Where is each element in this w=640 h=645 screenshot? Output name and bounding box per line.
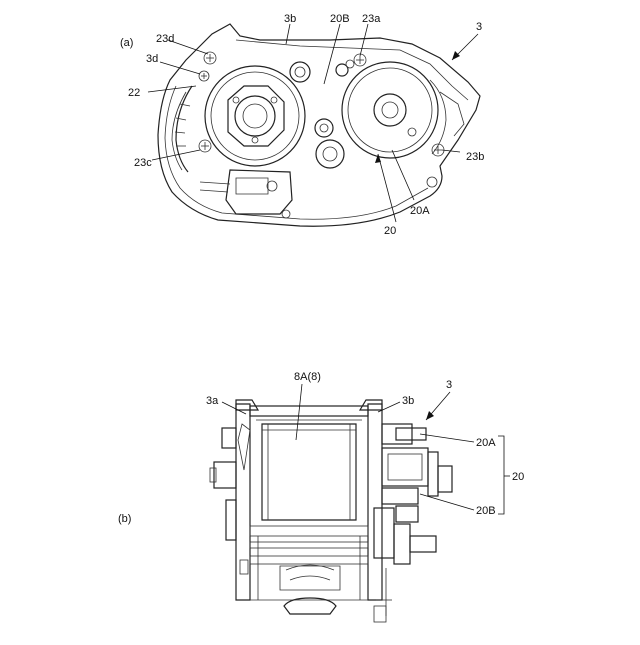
panel-b-drawing <box>210 400 452 622</box>
callout-b-8A: 8A(8) <box>294 371 321 383</box>
callout-b-20: 20 <box>512 471 524 483</box>
callout-a-23b: 23b <box>466 151 484 163</box>
callout-b-3: 3 <box>446 379 452 391</box>
panel-a-drawing <box>158 24 480 226</box>
callout-b-20A: 20A <box>476 437 496 449</box>
callout-b-3b: 3b <box>402 395 414 407</box>
callout-a-20A: 20A <box>410 205 430 217</box>
callout-a-23d: 23d <box>156 33 174 45</box>
callout-a-3: 3 <box>476 21 482 33</box>
panel-b-label: (b) <box>118 513 131 525</box>
callout-a-3d: 3d <box>146 53 158 65</box>
callout-a-22: 22 <box>128 87 140 99</box>
callout-a-20B: 20B <box>330 13 350 25</box>
callout-a-3b: 3b <box>284 13 296 25</box>
panel-b-leaders <box>222 384 510 514</box>
panel-b-callouts: 8A(8) 3 3a 3b 20A 20B 20 <box>206 371 524 517</box>
callout-b-3a: 3a <box>206 395 219 407</box>
callout-a-23a: 23a <box>362 13 381 25</box>
callout-a-23c: 23c <box>134 157 152 169</box>
callout-b-20B: 20B <box>476 505 496 517</box>
panel-a-label: (a) <box>120 37 133 49</box>
callout-a-20: 20 <box>384 225 396 237</box>
